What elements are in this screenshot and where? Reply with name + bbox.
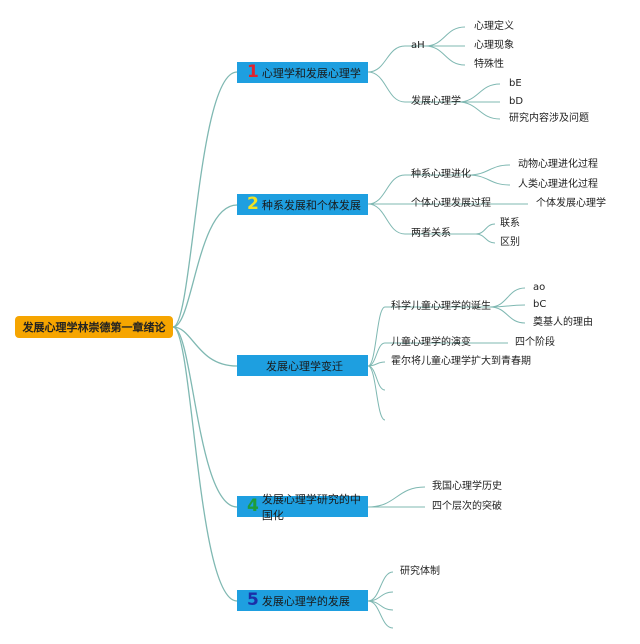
connector-37 — [367, 486, 426, 508]
node-psych-phenomena[interactable]: 心理现象 — [474, 40, 514, 51]
connector-39 — [367, 571, 394, 602]
connector-30 — [367, 365, 386, 421]
connector-24 — [475, 223, 496, 235]
node-research-content[interactable]: 研究内容涉及问题 — [509, 113, 589, 124]
node-particularity[interactable]: 特殊性 — [474, 59, 504, 70]
branch-2-number: 2 — [247, 194, 259, 214]
root-connector-4 — [172, 326, 238, 602]
node-ah[interactable]: aH — [411, 40, 425, 51]
node-connection[interactable]: 联系 — [500, 218, 520, 229]
node-difference[interactable]: 区别 — [500, 237, 520, 248]
node-evolution[interactable]: 儿童心理学的演变 — [391, 337, 471, 348]
connector-22 — [467, 174, 511, 186]
node-dev-psych[interactable]: 发展心理学 — [411, 96, 461, 107]
connector-34 — [489, 306, 526, 324]
branch-1[interactable]: 1 心理学和发展心理学 — [237, 62, 368, 83]
branch-4-number: 4 — [247, 496, 259, 516]
branch-4[interactable]: 4 发展心理学研究的中国化 — [237, 493, 368, 522]
node-bc[interactable]: bC — [533, 299, 547, 310]
connector-14 — [457, 101, 501, 120]
node-research-system[interactable]: 研究体制 — [400, 566, 440, 577]
node-science-birth[interactable]: 科学儿童心理学的诞生 — [391, 301, 491, 312]
connector-9 — [424, 26, 466, 47]
node-individual-development[interactable]: 个体心理发展过程 — [411, 198, 491, 209]
connector-29 — [367, 365, 386, 391]
branch-1-label: 心理学和发展心理学 — [261, 66, 361, 80]
connector-42 — [367, 600, 394, 629]
node-be[interactable]: bE — [509, 78, 522, 89]
connector-5 — [367, 45, 406, 73]
node-psych-definition[interactable]: 心理定义 — [474, 21, 514, 32]
node-ao[interactable]: ao — [533, 282, 546, 293]
connector-15 — [367, 174, 406, 205]
node-four-stages[interactable]: 四个阶段 — [515, 337, 555, 348]
node-china-history[interactable]: 我国心理学历史 — [432, 481, 502, 492]
connector-27 — [367, 342, 386, 367]
connector-12 — [457, 83, 501, 103]
root-topic-label: 发展心理学林崇德第一章绪论 — [22, 321, 166, 334]
root-connector-3 — [172, 326, 238, 508]
branch-3-label: 发展心理学变迁 — [266, 359, 343, 373]
branch-2-label: 种系发展和个体发展 — [261, 198, 361, 212]
node-individual-dev-psych[interactable]: 个体发展心理学 — [536, 198, 606, 209]
root-connector-0 — [172, 71, 238, 328]
connector-26 — [367, 306, 386, 367]
connector-17 — [367, 203, 406, 235]
node-species-evolution[interactable]: 种系心理进化 — [411, 169, 471, 180]
connector-21 — [467, 164, 511, 176]
branch-2[interactable]: 2 种系发展和个体发展 — [237, 194, 368, 215]
connector-32 — [489, 287, 526, 308]
root-connector-1 — [172, 204, 238, 328]
node-founder-reason[interactable]: 奠基人的理由 — [533, 317, 593, 328]
branch-3[interactable]: 发展心理学变迁 — [237, 355, 368, 376]
node-relationship[interactable]: 两者关系 — [411, 228, 451, 239]
root-connector-2 — [172, 326, 238, 367]
connector-28 — [367, 361, 386, 367]
node-bd[interactable]: bD — [509, 96, 524, 107]
branch-5-number: 5 — [247, 590, 259, 610]
connector-6 — [367, 71, 406, 103]
connector-25 — [475, 233, 496, 244]
branch-1-number: 1 — [247, 62, 259, 82]
node-hall-adolescence[interactable]: 霍尔将儿童心理学扩大到青春期 — [391, 356, 531, 367]
root-topic[interactable]: 发展心理学林崇德第一章绪论 — [15, 316, 173, 338]
node-animal-evolution[interactable]: 动物心理进化过程 — [518, 159, 598, 170]
node-four-breakthroughs[interactable]: 四个层次的突破 — [432, 501, 502, 512]
connector-11 — [424, 45, 466, 66]
node-human-evolution[interactable]: 人类心理进化过程 — [518, 179, 598, 190]
branch-5-label: 发展心理学的发展 — [261, 594, 350, 608]
branch-4-label: 发展心理学研究的中国化 — [261, 492, 361, 522]
branch-5[interactable]: 5 发展心理学的发展 — [237, 590, 368, 611]
